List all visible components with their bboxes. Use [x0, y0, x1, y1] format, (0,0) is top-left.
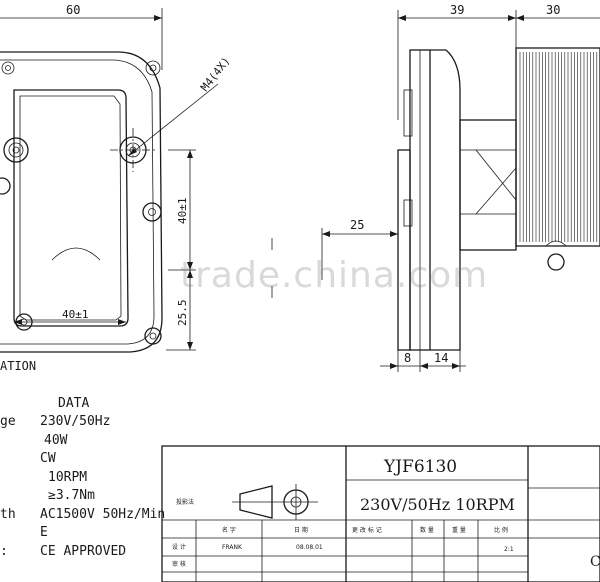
mounting-hole-top-left — [1, 61, 15, 75]
spec-value: 230V/50Hz — [40, 414, 111, 429]
spec-label: ge — [0, 414, 16, 429]
header-change-mark: 更 改 标 记 — [352, 526, 382, 534]
spec-value: 40W — [44, 432, 68, 448]
dim-right-offset: 25 — [350, 218, 364, 232]
cooling-fins — [519, 52, 598, 242]
scale-value: 2:1 — [504, 546, 514, 553]
row-design: 设 计 — [172, 543, 186, 551]
dim-left-bottom-width: 40±1 — [62, 308, 89, 321]
title-rating: 230V/50Hz 10RPM — [360, 495, 515, 514]
dim-right-flange: 8 — [404, 351, 411, 365]
dim-right-body: 39 — [450, 3, 464, 17]
left-view: 60 — [0, 3, 233, 373]
design-date: 08.08.01 — [296, 544, 323, 551]
motor-stator — [515, 47, 600, 247]
title-model: YJF6130 — [383, 457, 457, 477]
spec-value: CE APPROVED — [40, 543, 127, 559]
projection-symbol — [232, 484, 318, 520]
dim-right-fins: 30 — [546, 3, 560, 17]
dim-right-shaft: 14 — [434, 351, 448, 365]
col-date: 日 期 — [294, 526, 308, 534]
row-check: 审 核 — [172, 560, 186, 568]
spec-value: ≥3.7Nm — [48, 488, 95, 503]
view-label: ATION — [0, 359, 36, 373]
watermark: trade.china.com — [180, 255, 489, 296]
projection-label: 投影法 — [176, 498, 194, 506]
corner-mark: C — [590, 554, 600, 570]
spec-value: CW — [40, 451, 56, 466]
col-name: 名 字 — [222, 526, 236, 534]
spec-header: DATA — [58, 396, 90, 411]
mounting-hole-bottom-right — [144, 327, 162, 345]
inner-recess — [13, 89, 129, 327]
header-quantity: 数 量 — [420, 526, 434, 534]
mounting-hole-lower-left — [0, 177, 11, 195]
right-view: 39 30 25 8 14 — [321, 3, 600, 372]
gear-body — [459, 119, 517, 251]
dim-left-width: 60 — [66, 3, 80, 17]
spec-label: : — [0, 543, 8, 559]
spec-value: E — [40, 525, 48, 540]
mounting-hole-mid-left — [3, 137, 29, 163]
dim-left-height: 40±1 — [176, 198, 189, 225]
spec-label: th — [0, 506, 16, 522]
designer-name: FRANK — [222, 544, 243, 551]
spec-value: AC1500V 50Hz/Min — [40, 506, 166, 522]
housing-outline — [0, 51, 163, 353]
front-flange — [397, 149, 411, 351]
mounting-hole-lower-right — [142, 202, 162, 222]
mounting-hole-top-right — [145, 60, 161, 76]
header-weight: 重 量 — [452, 526, 466, 534]
dim-left-side: 25.5 — [176, 300, 189, 327]
dim-thread-callout: M4(4X) — [198, 55, 233, 94]
header-scale: 比 例 — [494, 526, 508, 534]
title-block: YJF6130 230V/50Hz 10RPM 投影法 名 字 日 期 设 计 … — [161, 445, 600, 582]
spec-value: 10RPM — [48, 469, 88, 485]
